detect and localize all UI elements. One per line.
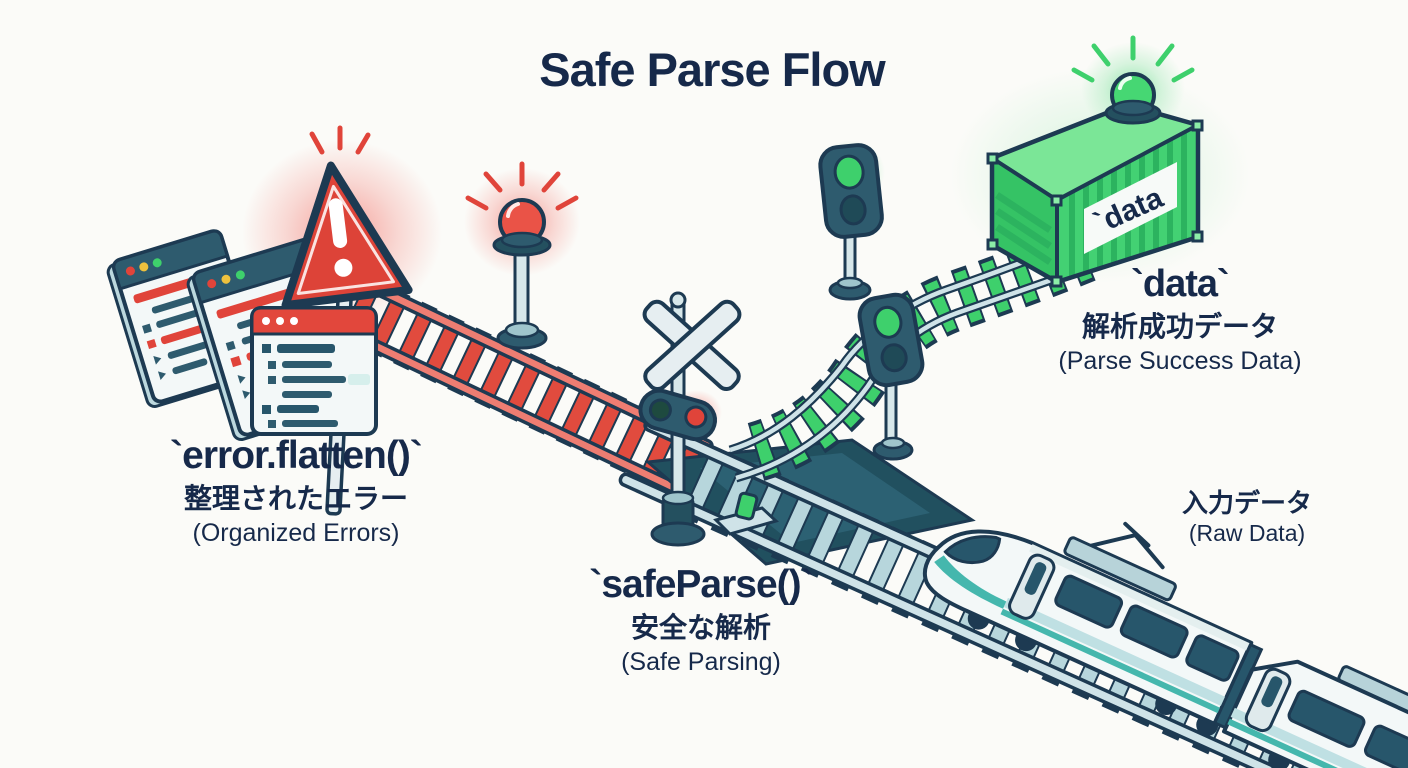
junction-signal-icon (638, 388, 717, 442)
error-window-front (250, 306, 378, 436)
junction-light-off (648, 398, 672, 422)
data-code: `data` (1131, 263, 1229, 305)
label-raw-data: 入力データ (Raw Data) (1182, 489, 1312, 546)
green-signal-2-icon (857, 292, 925, 461)
crossbuck-icon (642, 299, 742, 392)
error-lines (262, 344, 370, 428)
safe-parse-en: (Safe Parsing) (621, 647, 781, 676)
junction-crossing (638, 291, 742, 547)
error-flatten-en: (Organized Errors) (192, 518, 400, 547)
data-jp: 解析成功データ (1081, 310, 1279, 342)
signal-light-off (880, 343, 908, 373)
red-siren-icon (465, 161, 579, 350)
safe-parse-jp: 安全な解析 (630, 611, 771, 643)
data-en: (Parse Success Data) (1058, 346, 1302, 375)
error-flatten-code: `error.flatten()` (170, 434, 423, 477)
train-icon (922, 521, 1408, 768)
raw-data-en: (Raw Data) (1188, 519, 1306, 546)
signal-light-green-on (833, 154, 865, 190)
data-container: `data (986, 35, 1204, 288)
signal-light-off (839, 194, 867, 226)
green-beacon-icon (1071, 35, 1195, 125)
raw-data-jp: 入力データ (1181, 488, 1313, 518)
page-title: Safe Parse Flow (539, 43, 885, 96)
green-signal-1-icon (818, 143, 884, 301)
error-flatten-jp: 整理されたエラー (183, 482, 408, 514)
switch-lever-icon (713, 491, 779, 536)
junction-light-red-on (684, 405, 708, 429)
safe-parse-code: `safeParse()` (589, 563, 813, 606)
label-data: `data` 解析成功データ (Parse Success Data) (1058, 263, 1302, 375)
signal-light-green-on (873, 305, 903, 339)
label-error-flatten: `error.flatten()` 整理されたエラー (Organized Er… (170, 434, 423, 547)
label-safe-parse: `safeParse()` 安全な解析 (Safe Parsing) (589, 563, 813, 676)
pantograph (1089, 521, 1165, 570)
container-label-plate (1084, 162, 1177, 254)
